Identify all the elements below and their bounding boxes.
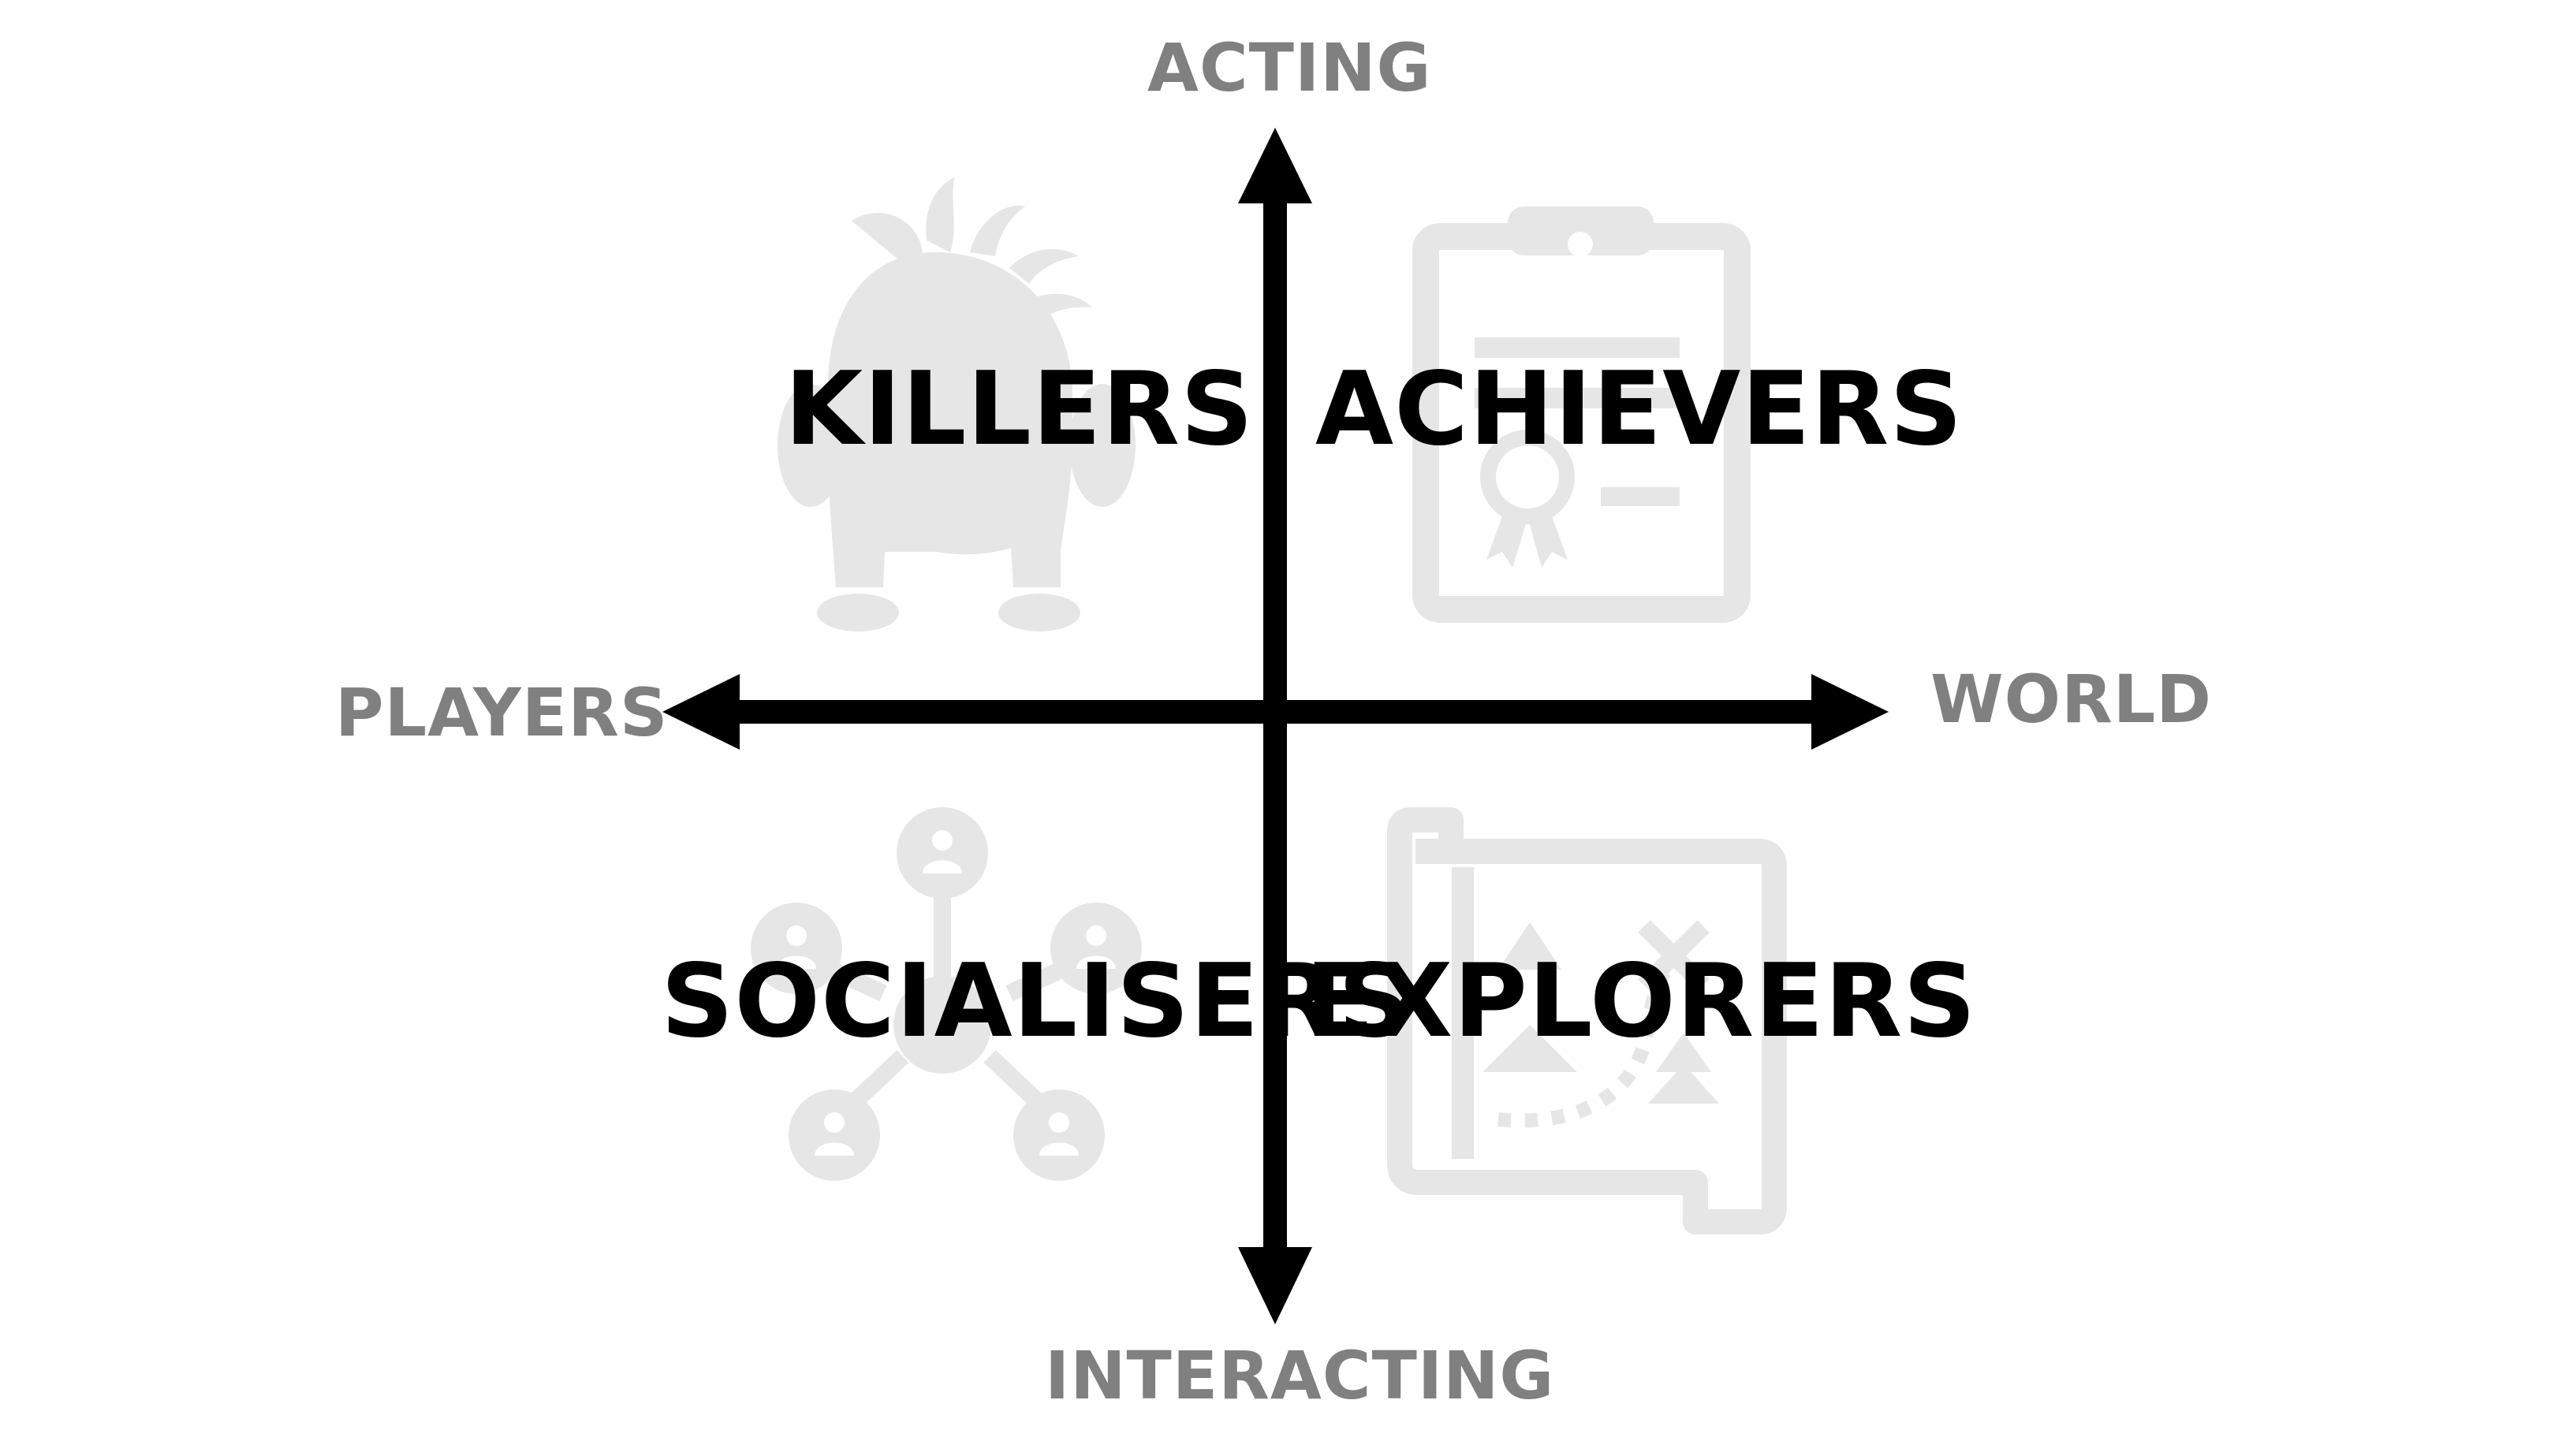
clipboard-certificate-icon: [1412, 207, 1751, 623]
arrow-up-icon: [1238, 128, 1312, 203]
arrow-down-icon: [1238, 1247, 1312, 1324]
arrow-right-icon: [1811, 674, 1889, 750]
monster-icon: [778, 177, 1136, 631]
quadrant-label-achievers: ACHIEVERS: [1315, 351, 1964, 468]
quadrant-label-explorers: EXPLORERS: [1305, 943, 1977, 1060]
axis-label-world: WORLD: [1930, 661, 2212, 738]
quadrant-label-killers: KILLERS: [785, 351, 1255, 468]
people-network-icon: [751, 807, 1142, 1181]
arrow-left-icon: [662, 674, 740, 750]
axis-label-acting: ACTING: [1147, 29, 1432, 106]
vertical-axis: [1238, 128, 1312, 1324]
treasure-map-icon: [1387, 807, 1787, 1234]
axis-label-interacting: INTERACTING: [1045, 1337, 1555, 1414]
axis-label-players: PLAYERS: [335, 674, 669, 751]
horizontal-axis: [662, 674, 1889, 750]
quadrant-label-socialisers: SOCIALISERS: [661, 943, 1412, 1060]
